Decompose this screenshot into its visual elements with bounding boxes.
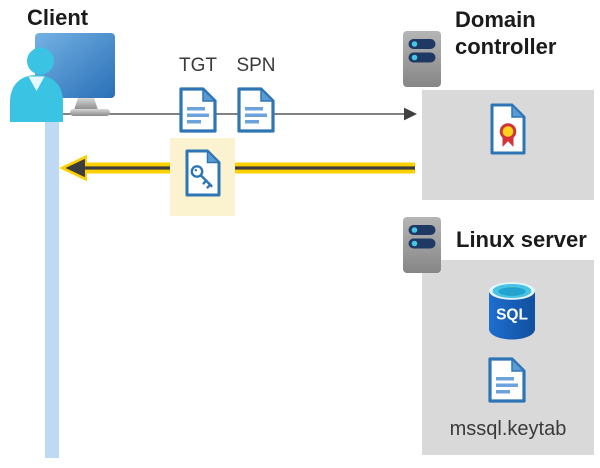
response-arrow <box>59 154 415 182</box>
linux-server-label: Linux server <box>456 227 587 252</box>
domain-controller-server-icon <box>403 31 441 87</box>
client-lifeline <box>45 96 59 458</box>
spn-label: SPN <box>236 55 276 76</box>
person-icon <box>10 47 63 122</box>
sql-label: SQL <box>496 307 528 324</box>
request-arrow <box>61 107 417 121</box>
linux-server-icon <box>403 217 441 273</box>
user-monitor-icon <box>10 33 115 122</box>
certificate-icon <box>490 103 526 155</box>
sql-database-icon: SQL <box>489 282 535 340</box>
keytab-document-icon <box>488 357 526 403</box>
keytab-filename-label: mssql.keytab <box>449 418 567 440</box>
key-glyph <box>190 165 213 189</box>
client-label: Client <box>27 5 89 30</box>
tgt-document-icon <box>179 87 217 133</box>
tgt-label: TGT <box>179 55 217 76</box>
monitor-base <box>70 109 110 116</box>
domain-controller-label: Domain controller <box>455 7 557 59</box>
key-document-icon <box>185 149 221 197</box>
spn-document-icon <box>237 87 275 133</box>
monitor-stand <box>74 98 98 110</box>
